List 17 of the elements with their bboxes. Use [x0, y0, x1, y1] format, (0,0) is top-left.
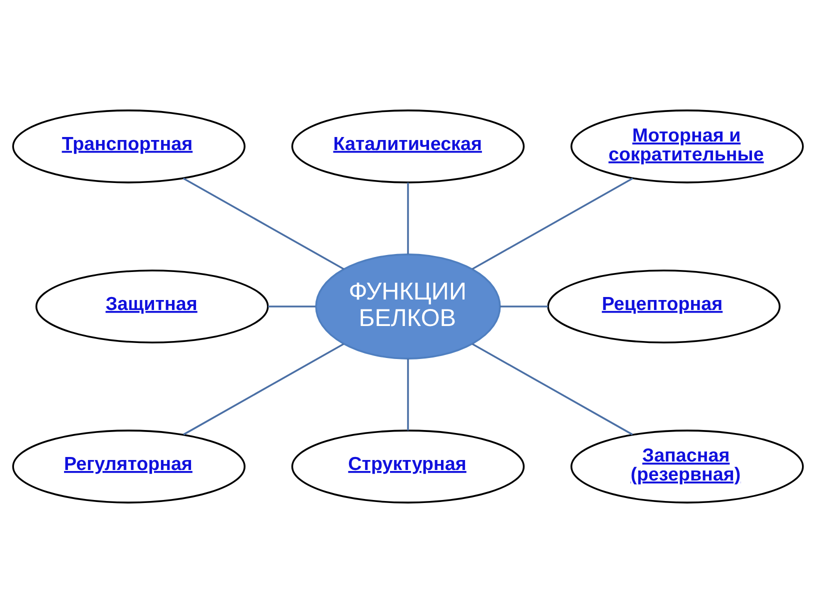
connector — [268, 306, 316, 308]
node-ellipse: Моторная и сократительные — [570, 110, 804, 184]
node-ellipse: Запасная (резервная) — [570, 430, 804, 504]
connector — [407, 182, 409, 254]
node-ellipse: Рецепторная — [547, 270, 781, 344]
connector — [472, 178, 634, 270]
node-ellipse: Транспортная — [12, 110, 246, 184]
node-ellipse: Защитная — [35, 270, 269, 344]
connector — [182, 178, 344, 270]
connector — [183, 343, 344, 436]
connector — [407, 358, 409, 430]
connector — [472, 343, 633, 436]
node-ellipse: Каталитическая — [291, 110, 525, 184]
node-ellipse: ФУНКЦИИ БЕЛКОВ — [315, 254, 501, 360]
node-ellipse: Структурная — [291, 430, 525, 504]
connector — [500, 306, 548, 308]
node-ellipse: Регуляторная — [12, 430, 246, 504]
